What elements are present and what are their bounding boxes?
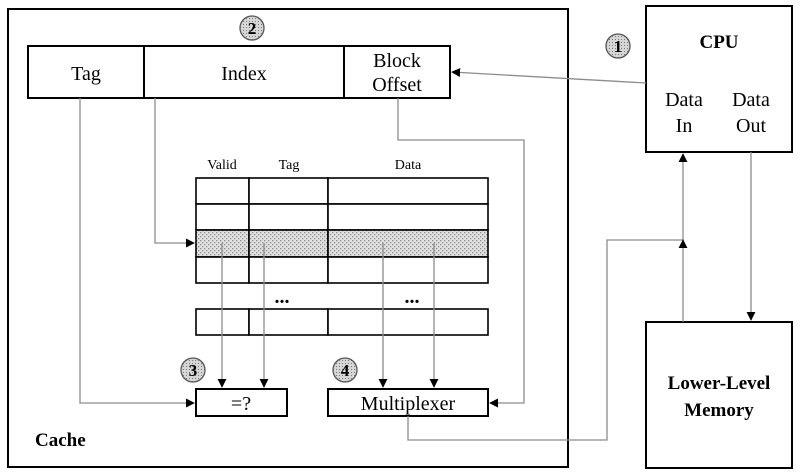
column-header-tag: Tag [279, 158, 300, 173]
address-tag-field: Tag [71, 63, 101, 85]
cpu-data-out-line2: Out [736, 115, 766, 137]
ellipsis-data-column: ... [405, 286, 420, 308]
cpu-box: CPU Data In Data Out [645, 5, 793, 153]
cache-row [195, 203, 489, 231]
address-index-field: Index [221, 63, 267, 85]
column-header-data: Data [395, 158, 422, 173]
lower-level-memory-box: Lower-Level Memory [645, 321, 793, 469]
cache-row-selected [195, 229, 489, 258]
step-marker-3: 3 [180, 357, 206, 383]
block-offset-line2: Offset [372, 74, 422, 96]
cache-row [195, 256, 489, 284]
step-marker-2: 2 [239, 15, 265, 41]
memory-line2: Memory [684, 400, 754, 421]
svg-text:4: 4 [341, 361, 350, 380]
wire-index-to-row [154, 98, 195, 248]
wire-mux-to-junction [407, 239, 683, 441]
wire-tag-to-comparator [79, 98, 195, 408]
cache-array: ... ... [195, 177, 489, 336]
svg-text:2: 2 [248, 19, 257, 38]
address-box [27, 45, 451, 99]
wire-cpu-to-address [451, 67, 647, 84]
cpu-data-in-line1: Data [665, 89, 703, 111]
column-header-valid: Valid [207, 158, 237, 173]
cpu-data-out-line1: Data [732, 89, 770, 111]
step-marker-1: 1 [605, 33, 631, 59]
cpu-data-in-line2: In [676, 115, 693, 137]
cache-label: Cache [35, 430, 86, 451]
cpu-title: CPU [699, 32, 738, 53]
wires [79, 67, 756, 441]
address-register: Tag Index Block Offset [27, 45, 451, 99]
svg-text:1: 1 [614, 37, 623, 56]
cache-row [195, 177, 489, 205]
comparator-box [195, 388, 288, 417]
ellipsis-tag-column: ... [275, 286, 290, 308]
comparator-label: =? [231, 393, 251, 415]
step-marker-4: 4 [332, 357, 358, 383]
block-offset-line1: Block [373, 50, 421, 72]
multiplexer-box [327, 388, 489, 417]
wire-offset-to-mux [397, 98, 525, 408]
svg-text:3: 3 [189, 361, 198, 380]
multiplexer-label: Multiplexer [361, 393, 456, 415]
cache-row-last [195, 308, 489, 336]
memory-line1: Lower-Level [668, 373, 771, 394]
